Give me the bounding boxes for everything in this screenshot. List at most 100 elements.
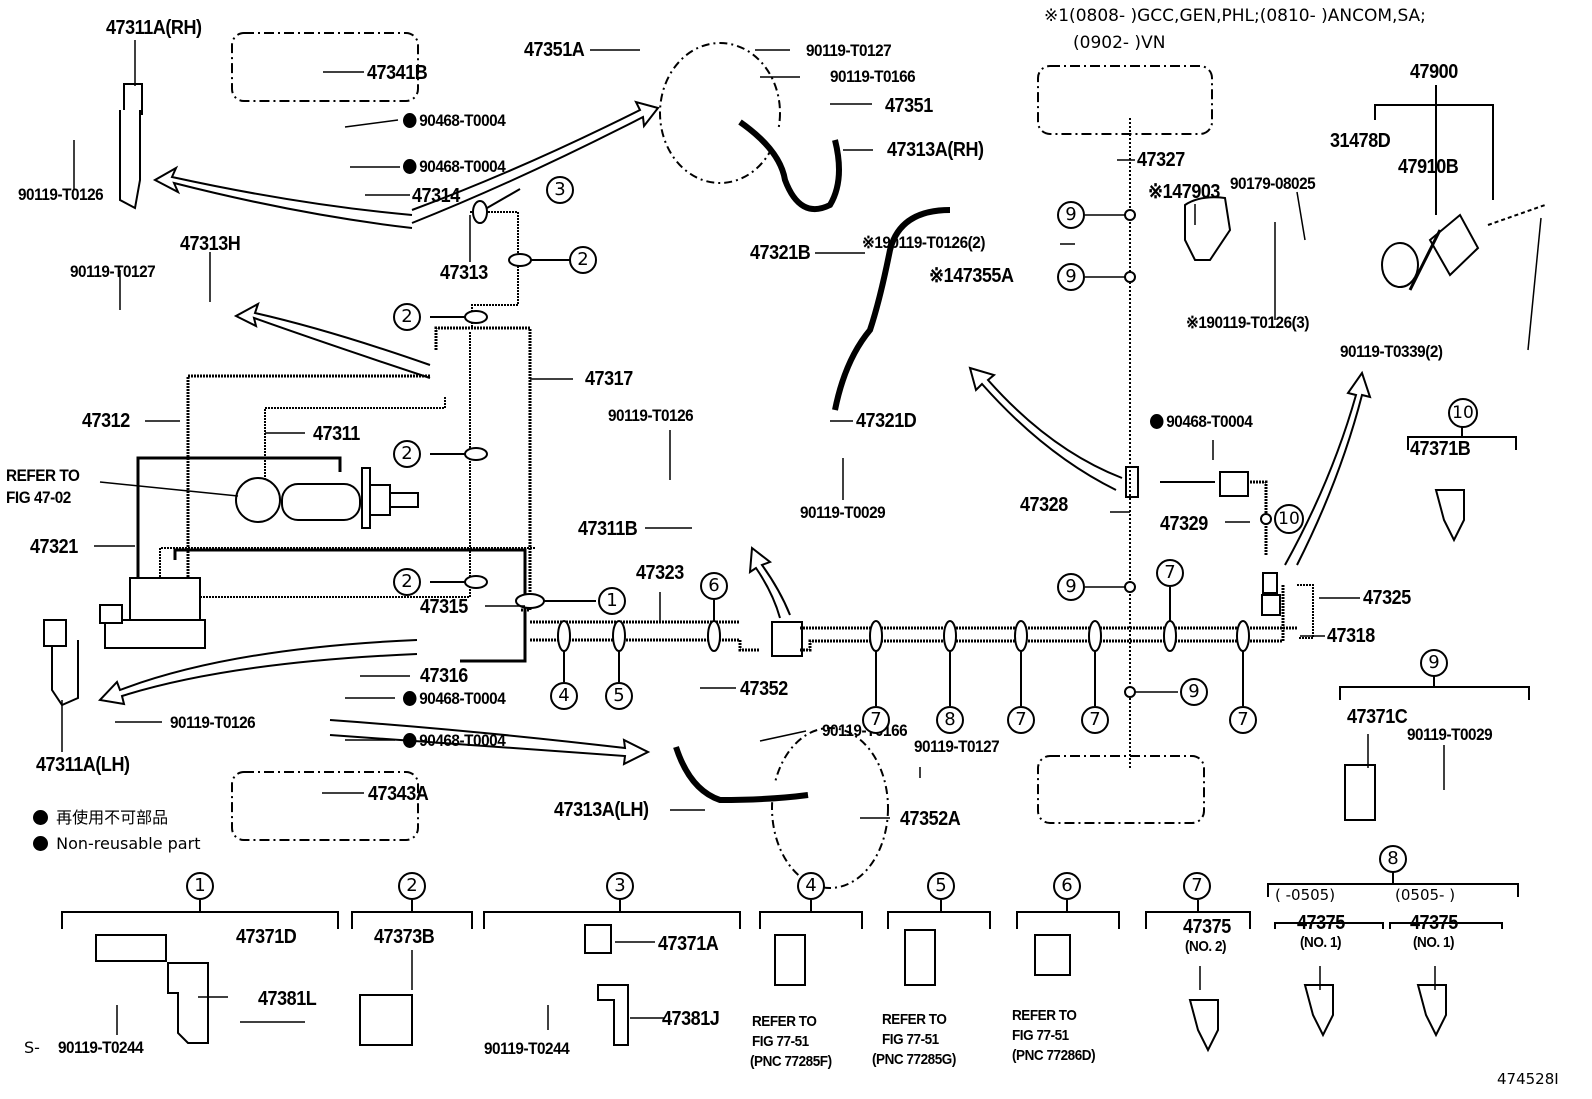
- callout-9[interactable]: 9: [1420, 649, 1448, 677]
- callout-9[interactable]: 9: [1180, 678, 1208, 706]
- refer-line2[interactable]: FIG 77-51: [882, 1031, 939, 1048]
- label-47314[interactable]: 47314: [412, 185, 460, 207]
- callout-10[interactable]: 10: [1448, 398, 1478, 428]
- label-47341b[interactable]: 47341B: [367, 62, 428, 84]
- label-90119-t0244[interactable]: 90119-T0244: [484, 1039, 570, 1058]
- label-47375[interactable]: 47375: [1183, 916, 1231, 938]
- callout-5[interactable]: 5: [605, 682, 633, 710]
- label-47313[interactable]: 47313: [440, 262, 488, 284]
- group-callout-6[interactable]: 6: [1053, 872, 1081, 900]
- label-47371b[interactable]: 47371B: [1410, 438, 1471, 460]
- callout-3[interactable]: 3: [546, 176, 574, 204]
- label-47351a[interactable]: 47351A: [524, 39, 585, 61]
- label-47313a-rh[interactable]: 47313A(RH): [887, 139, 984, 161]
- label-90468-t0004[interactable]: 90468-T0004: [403, 158, 506, 175]
- refer-line3[interactable]: (PNC 77286D): [1012, 1047, 1096, 1064]
- refer-line3[interactable]: (PNC 77285G): [872, 1051, 956, 1068]
- group-callout-8[interactable]: 8: [1379, 845, 1407, 873]
- label-47910b[interactable]: 47910B: [1398, 156, 1459, 178]
- label-47381l[interactable]: 47381L: [258, 988, 317, 1010]
- label-90119-t0127[interactable]: 90119-T0127: [70, 262, 156, 281]
- label-47313h[interactable]: 47313H: [180, 233, 241, 255]
- callout-7[interactable]: 7: [1156, 559, 1184, 587]
- label-90119-t0127[interactable]: 90119-T0127: [806, 41, 892, 60]
- label-47321[interactable]: 47321: [30, 536, 78, 558]
- callout-7[interactable]: 7: [1081, 706, 1109, 734]
- group-callout-7[interactable]: 7: [1183, 872, 1211, 900]
- label-47352[interactable]: 47352: [740, 678, 788, 700]
- label-47323[interactable]: 47323: [636, 562, 684, 584]
- label-90119-t0126[interactable]: 90119-T0126: [18, 185, 104, 204]
- label-47311a-lh[interactable]: 47311A(LH): [36, 754, 130, 776]
- label-47343a[interactable]: 47343A: [368, 783, 429, 805]
- group-callout-3[interactable]: 3: [606, 872, 634, 900]
- callout-2[interactable]: 2: [393, 440, 421, 468]
- label-90119-t0126[interactable]: 90119-T0126: [608, 406, 694, 425]
- callout-2[interactable]: 2: [393, 568, 421, 596]
- label-47381j[interactable]: 47381J: [662, 1008, 720, 1030]
- label-47311[interactable]: 47311: [313, 423, 360, 445]
- refer-line3[interactable]: (PNC 77285F): [750, 1053, 832, 1070]
- group-callout-5[interactable]: 5: [927, 872, 955, 900]
- callout-8[interactable]: 8: [936, 706, 964, 734]
- label-47315[interactable]: 47315: [420, 596, 468, 618]
- callout-2[interactable]: 2: [393, 303, 421, 331]
- label-47325[interactable]: 47325: [1363, 587, 1411, 609]
- label-47328[interactable]: 47328: [1020, 494, 1068, 516]
- label-90119-t0339[interactable]: 90119-T0339(2): [1340, 342, 1443, 361]
- refer-fig-47-02-line2[interactable]: FIG 47-02: [6, 488, 71, 507]
- callout-1[interactable]: 1: [598, 587, 626, 615]
- label-47316[interactable]: 47316: [420, 665, 468, 687]
- label-90119-t0029[interactable]: 90119-T0029: [800, 503, 886, 522]
- refer-line2[interactable]: FIG 77-51: [1012, 1027, 1069, 1044]
- label-90468-t0004[interactable]: 90468-T0004: [403, 112, 506, 129]
- label-47371d[interactable]: 47371D: [236, 926, 297, 948]
- callout-9[interactable]: 9: [1057, 573, 1085, 601]
- label-90468-t0004[interactable]: 90468-T0004: [403, 690, 506, 707]
- label-90119-t0127[interactable]: 90119-T0127: [914, 737, 1000, 756]
- callout-9[interactable]: 9: [1057, 201, 1085, 229]
- label-47351[interactable]: 47351: [885, 95, 933, 117]
- callout-4[interactable]: 4: [550, 682, 578, 710]
- label-47352a[interactable]: 47352A: [900, 808, 961, 830]
- callout-2[interactable]: 2: [569, 246, 597, 274]
- label-47375[interactable]: 47375: [1410, 912, 1458, 934]
- callout-10[interactable]: 10: [1274, 504, 1304, 534]
- label-90179-08025[interactable]: 90179-08025: [1230, 174, 1316, 193]
- label-47371c[interactable]: 47371C: [1347, 706, 1408, 728]
- callout-6[interactable]: 6: [700, 572, 728, 600]
- label-47312[interactable]: 47312: [82, 410, 130, 432]
- refer-line1[interactable]: REFER TO: [1012, 1007, 1077, 1024]
- label-47371a[interactable]: 47371A: [658, 933, 719, 955]
- label-90119-t0126-2[interactable]: ※190119-T0126(2): [862, 233, 986, 252]
- callout-9[interactable]: 9: [1057, 263, 1085, 291]
- callout-7[interactable]: 7: [862, 706, 890, 734]
- label-47329[interactable]: 47329: [1160, 513, 1208, 535]
- label-47321d[interactable]: 47321D: [856, 410, 917, 432]
- label-47355a[interactable]: ※147355A: [929, 265, 1014, 287]
- group-callout-4[interactable]: 4: [797, 872, 825, 900]
- refer-line1[interactable]: REFER TO: [752, 1013, 817, 1030]
- label-90119-t0029[interactable]: 90119-T0029: [1407, 725, 1493, 744]
- label-47327[interactable]: 47327: [1137, 149, 1185, 171]
- group-callout-1[interactable]: 1: [186, 872, 214, 900]
- label-90119-t0126[interactable]: 90119-T0126: [170, 713, 256, 732]
- callout-7[interactable]: 7: [1229, 706, 1257, 734]
- label-47317[interactable]: 47317: [585, 368, 633, 390]
- refer-line1[interactable]: REFER TO: [882, 1011, 947, 1028]
- label-47321b[interactable]: 47321B: [750, 242, 811, 264]
- label-47318[interactable]: 47318: [1327, 625, 1375, 647]
- refer-fig-47-02-line1[interactable]: REFER TO: [6, 466, 80, 485]
- label-47373b[interactable]: 47373B: [374, 926, 435, 948]
- label-90119-t0166[interactable]: 90119-T0166: [830, 67, 916, 86]
- label-47900[interactable]: 47900: [1410, 61, 1458, 83]
- label-47311a-rh[interactable]: 47311A(RH): [106, 17, 202, 39]
- label-47311b[interactable]: 47311B: [578, 518, 638, 540]
- label-47313a-lh[interactable]: 47313A(LH): [554, 799, 649, 821]
- label-90119-t0244[interactable]: 90119-T0244: [58, 1038, 144, 1057]
- label-90119-t0126-3[interactable]: ※190119-T0126(3): [1186, 313, 1310, 332]
- refer-line2[interactable]: FIG 77-51: [752, 1033, 809, 1050]
- label-90468-t0004[interactable]: 90468-T0004: [1150, 413, 1253, 430]
- label-90468-t0004[interactable]: 90468-T0004: [403, 732, 506, 749]
- callout-7[interactable]: 7: [1007, 706, 1035, 734]
